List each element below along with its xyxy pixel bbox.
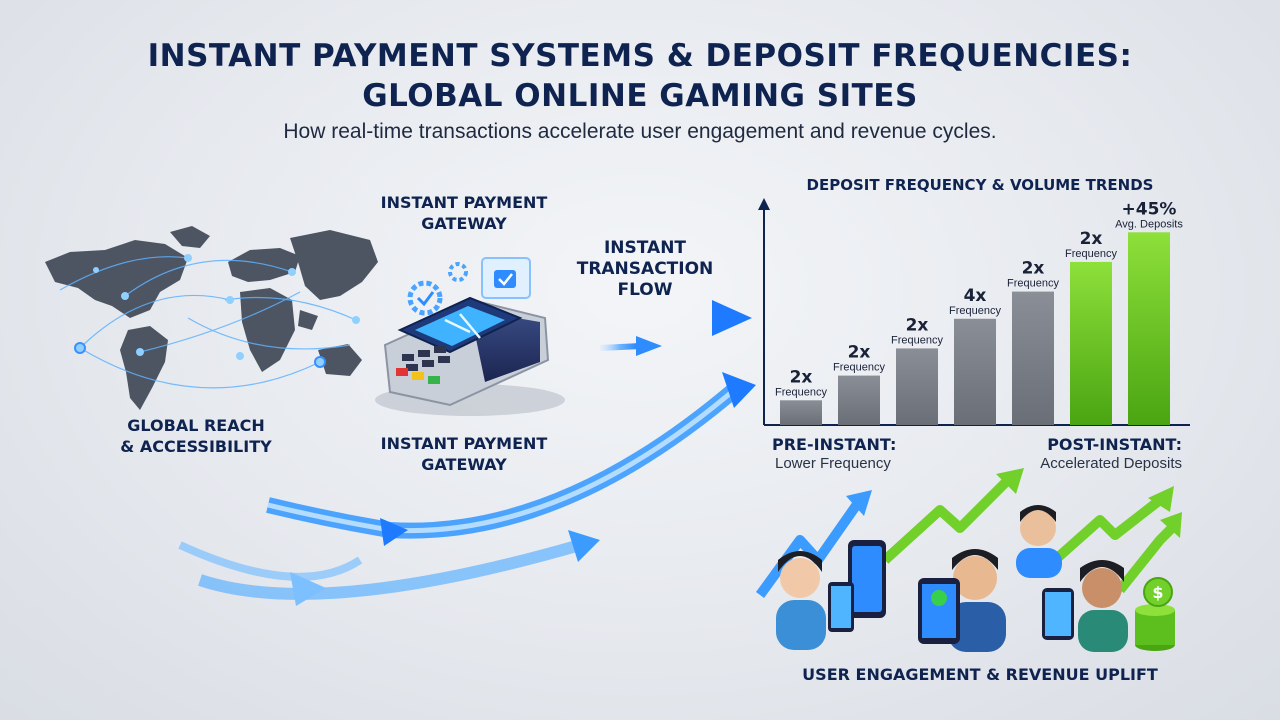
post-instant-subtitle: Accelerated Deposits (1040, 455, 1182, 472)
bar-label-caption-5: Frequency (1007, 278, 1059, 290)
bar-6 (1070, 261, 1112, 425)
chart-title: DEPOSIT FREQUENCY & VOLUME TRENDS (806, 176, 1154, 194)
bar-label-caption-6: Frequency (1065, 248, 1117, 260)
flow-arrow-lower (178, 372, 756, 606)
bar-label-value-5: 2x (1022, 259, 1045, 279)
svg-text:$: $ (1152, 583, 1163, 602)
gear-icon (407, 280, 443, 316)
gateway-label-top: INSTANT PAYMENT GATEWAY (380, 193, 548, 233)
user-avatars: $ (776, 505, 1175, 652)
growth-arrows (755, 468, 1182, 598)
gateway-label-bottom: INSTANT PAYMENT GATEWAY (380, 434, 548, 474)
page-title: INSTANT PAYMENT SYSTEMS & DEPOSIT FREQUE… (0, 36, 1280, 116)
bar-label-caption-2: Frequency (833, 362, 885, 374)
chart-bars: 2xFrequency2xFrequency2xFrequency4xFrequ… (775, 199, 1183, 425)
bar-3 (896, 348, 938, 425)
bar-label-caption-4: Frequency (949, 305, 1001, 317)
bar-2 (838, 375, 880, 425)
bar-label-value-7: +45% (1122, 199, 1177, 219)
network-lines (59, 256, 357, 389)
pre-instant-subtitle: Lower Frequency (775, 455, 891, 472)
bar-4 (954, 318, 996, 425)
flow-arrow-upper (585, 300, 752, 356)
bar-label-caption-7: Avg. Deposits (1115, 218, 1183, 230)
post-instant-title: POST-INSTANT: (1047, 435, 1182, 454)
title-line-2: GLOBAL ONLINE GAMING SITES (362, 78, 918, 114)
transaction-flow-label: INSTANT TRANSACTION FLOW (576, 238, 714, 300)
global-reach-label: GLOBAL REACH & ACCESSIBILITY (120, 416, 272, 456)
checkmark-card-icon (481, 257, 531, 299)
bar-label-value-1: 2x (790, 367, 813, 387)
pre-instant-title: PRE-INSTANT: (772, 435, 897, 454)
bar-label-value-2: 2x (848, 343, 871, 363)
bar-label-value-3: 2x (906, 315, 929, 335)
gear-icon-small (448, 262, 468, 282)
bar-label-value-6: 2x (1080, 229, 1103, 249)
bar-1 (780, 400, 822, 425)
network-nodes (74, 254, 360, 368)
title-line-1: INSTANT PAYMENT SYSTEMS & DEPOSIT FREQUE… (147, 38, 1133, 74)
page-subtitle: How real-time transactions accelerate us… (283, 120, 997, 143)
bar-7 (1128, 232, 1170, 425)
bar-label-value-4: 4x (964, 286, 987, 306)
bar-label-caption-1: Frequency (775, 386, 827, 398)
coin-stack-icon: $ (1135, 577, 1175, 651)
bar-5 (1012, 291, 1054, 425)
bar-label-caption-3: Frequency (891, 334, 943, 346)
world-map (45, 226, 378, 410)
engagement-label: USER ENGAGEMENT & REVENUE UPLIFT (802, 665, 1158, 684)
payment-terminal-icon (375, 296, 565, 416)
